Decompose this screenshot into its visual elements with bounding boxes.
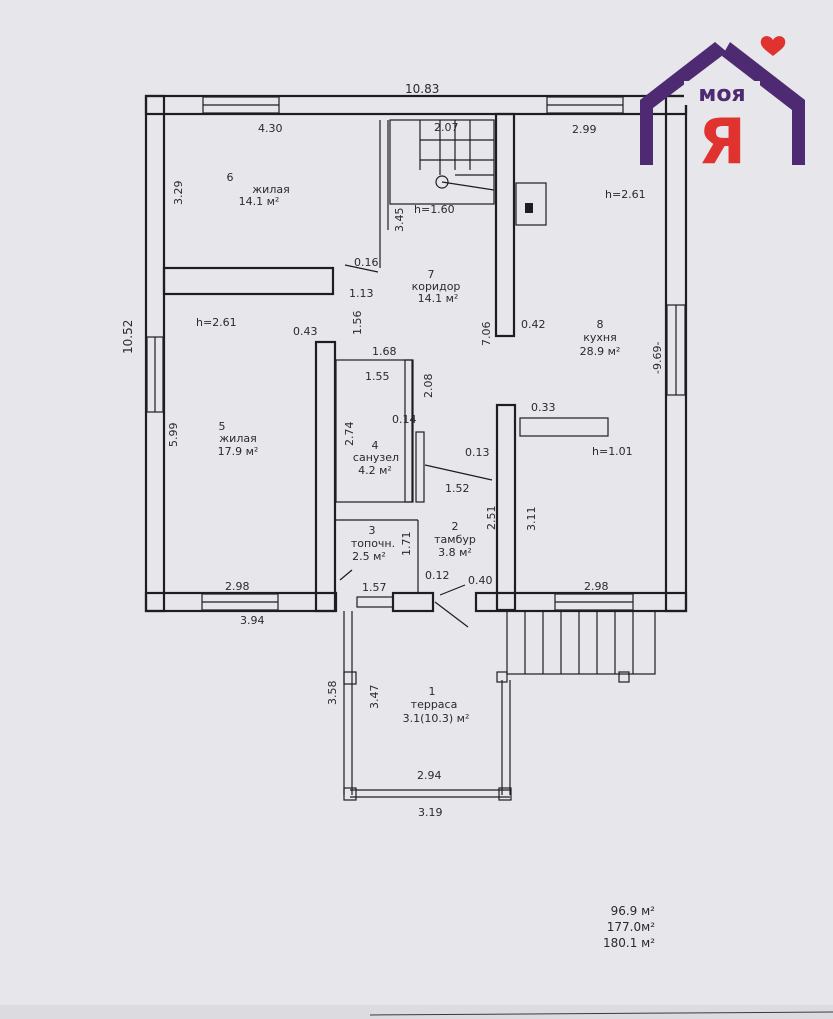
room5-number: 5 [219, 420, 226, 433]
paper-edge-line [369, 1011, 833, 1016]
dim-251: 2.51 [485, 506, 498, 531]
brand-logo: моя Я [640, 36, 805, 178]
room1-area: 3.1(10.3) м² [403, 712, 470, 725]
dim-016: 0.16 [354, 256, 379, 269]
dim-kitchen-width: 2.99 [572, 123, 597, 136]
dim-156: 1.56 [351, 311, 364, 336]
logo-word: моя [698, 82, 745, 107]
room8-number: 8 [597, 318, 604, 331]
wall-kitchen-left-lower [495, 403, 517, 612]
dim-stair-height: h=1.60 [414, 203, 455, 216]
dim-168: 1.68 [372, 345, 397, 358]
room1-name: терраса [411, 698, 458, 711]
dim-room5-width: 2.98 [225, 580, 250, 593]
dim-013: 0.13 [465, 446, 490, 459]
total-line-2: 177.0м² [607, 920, 655, 934]
room5-name: жилая [219, 432, 256, 445]
room8-area: 28.9 м² [580, 345, 621, 358]
kitchen-counter [519, 417, 609, 437]
dimension-labels: 10.83 4.30 2.07 2.99 h=2.61 h=1.60 0.16 … [121, 82, 664, 819]
total-line-3: 180.1 м² [603, 936, 655, 950]
windows [146, 96, 686, 611]
room3-number: 3 [369, 524, 376, 537]
window-boiler [356, 596, 394, 608]
bathroom-outline [335, 359, 413, 503]
dim-room6-width: 4.30 [258, 122, 283, 135]
logo-letter: Я [698, 105, 746, 178]
room6-name: жилая [252, 183, 289, 196]
room7-name: коридор [412, 280, 461, 293]
dim-kitchen-bottom: 2.98 [584, 580, 609, 593]
room7-area: 14.1 м² [418, 292, 459, 305]
dim-706: 7.06 [480, 322, 493, 347]
total-line-1: 96.9 м² [611, 904, 656, 918]
wall-room5-right [314, 340, 337, 613]
dim-033: 0.33 [531, 401, 556, 414]
dim-stair-depth: 3.45 [393, 208, 406, 233]
terrace [343, 611, 512, 801]
dim-room5-height: h=2.61 [196, 316, 237, 329]
wall-kitchen-left-upper [494, 112, 516, 338]
porch-steps [496, 610, 656, 683]
dim-043: 0.43 [293, 325, 318, 338]
dim-stair-width: 2.07 [434, 121, 459, 134]
dim-room5-depth: 5.99 [167, 423, 180, 448]
dim-040: 0.40 [468, 574, 493, 587]
dim-bottom-left: 3.94 [240, 614, 265, 627]
room8-name: кухня [583, 331, 616, 344]
room1-number: 1 [429, 685, 436, 698]
logo-roof-left [640, 42, 727, 165]
room6-area: 14.1 м² [239, 195, 280, 208]
dim-113: 1.13 [349, 287, 374, 300]
dim-terrace-inner-depth: 3.47 [368, 685, 381, 710]
dim-012: 0.12 [425, 569, 450, 582]
room4-number: 4 [372, 439, 379, 452]
staircase [389, 119, 495, 205]
dim-h101: h=1.01 [592, 445, 633, 458]
dim-left-total: 10.52 [121, 320, 135, 354]
dim-152: 1.52 [445, 482, 470, 495]
logo-word-backdrop [684, 81, 760, 105]
chimney [515, 182, 547, 226]
logo-roof-right [722, 42, 805, 165]
dim-014: 0.14 [392, 413, 417, 426]
dim-171: 1.71 [400, 532, 413, 557]
dim-terrace-inner-width: 2.94 [417, 769, 442, 782]
door-swings [339, 264, 493, 628]
dim-kitchen-height: h=2.61 [605, 188, 646, 201]
dim-top-total: 10.83 [405, 82, 439, 96]
room4-name: санузел [353, 451, 399, 464]
room4-area: 4.2 м² [358, 464, 392, 477]
dim-157: 1.57 [362, 581, 387, 594]
room7-number: 7 [428, 268, 435, 281]
paper-edge [0, 1005, 833, 1019]
interior-walls [162, 112, 609, 613]
dim-terrace-outer-depth: 3.58 [326, 681, 339, 706]
dim-042: 0.42 [521, 318, 546, 331]
room3-area: 2.5 м² [352, 550, 386, 563]
wall-room6-bottom [162, 266, 335, 296]
dim-terrace-outer-width: 3.19 [418, 806, 443, 819]
dim-kitchen-depth: -9.69- [651, 342, 664, 374]
room2-area: 3.8 м² [438, 546, 472, 559]
dim-274: 2.74 [343, 422, 356, 447]
dim-155: 1.55 [365, 370, 390, 383]
room2-number: 2 [452, 520, 459, 533]
dim-311: 3.11 [525, 507, 538, 532]
room5-area: 17.9 м² [218, 445, 259, 458]
room6-number: 6 [227, 171, 234, 184]
heart-icon [760, 36, 786, 56]
dim-room6-depth: 3.29 [172, 181, 185, 206]
room-labels: 6 жилая 14.1 м² 7 коридор 14.1 м² 8 кухн… [218, 171, 621, 725]
dim-208: 2.08 [422, 374, 435, 399]
area-totals: 96.9 м² 177.0м² 180.1 м² [603, 904, 655, 950]
room2-name: тамбур [434, 533, 476, 546]
room3-name: топочн. [351, 537, 395, 550]
